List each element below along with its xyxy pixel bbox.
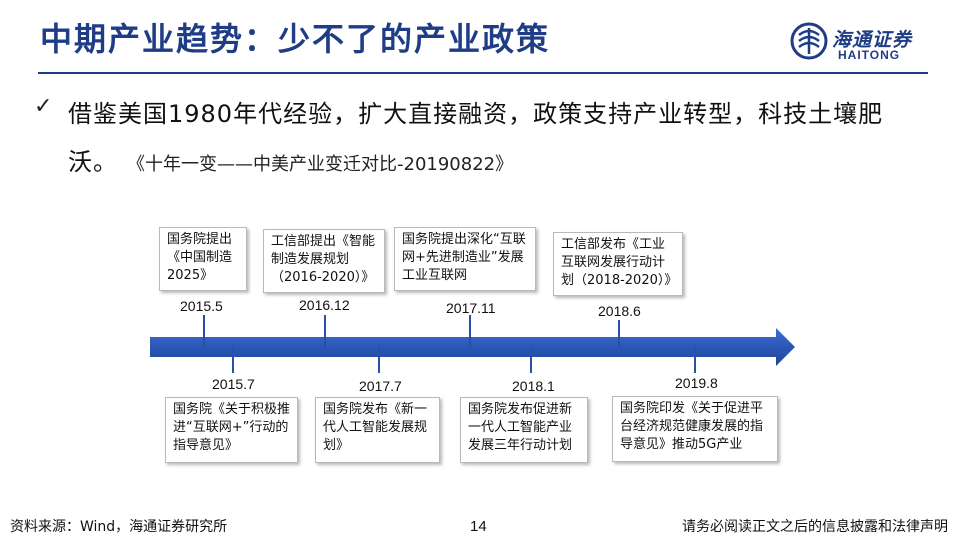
logo-english-name: HAITONG (838, 48, 901, 62)
connector-line (378, 347, 380, 373)
bullet-point: 借鉴美国1980年代经验，扩大直接融资，政策支持产业转型，科技土壤肥沃。《十年一… (68, 90, 928, 189)
connector-line (324, 315, 326, 347)
event-box-2018-1: 国务院发布促进新一代人工智能产业发展三年行动计划 (460, 397, 588, 463)
event-box-2017-7: 国务院发布《新一代人工智能发展规划》 (315, 397, 440, 463)
event-box-2018-6: 工信部发布《工业互联网发展行动计划（2018-2020）》 (553, 232, 683, 296)
event-date: 2019.8 (675, 375, 718, 391)
footer-source: 资料来源：Wind，海通证券研究所 (10, 519, 228, 535)
connector-line (203, 315, 205, 347)
connector-line (232, 347, 234, 373)
bullet-source: 《十年一变——中美产业变迁对比-20190822》 (136, 154, 514, 175)
connector-line (469, 315, 471, 347)
connector-line (530, 347, 532, 373)
page-number: 14 (470, 518, 487, 535)
company-logo: 海通证券 HAITONG (790, 22, 940, 66)
timeline-arrow (150, 328, 795, 366)
event-date: 2015.7 (212, 376, 255, 392)
event-box-2015-7: 国务院《关于积极推进“互联网+”行动的指导意见》 (165, 397, 298, 463)
event-date: 2018.6 (598, 303, 641, 319)
event-box-2019-8: 国务院印发《关于促进平台经济规范健康发展的指导意见》推动5G产业 (612, 396, 778, 462)
event-box-2016-12: 工信部提出《智能制造发展规划（2016-2020）》 (263, 229, 385, 293)
page-title: 中期产业趋势：少不了的产业政策 (40, 20, 551, 58)
logo-chinese-name: 海通证券 (832, 29, 913, 51)
checkmark-icon: ✓ (34, 94, 53, 119)
event-box-2015-5: 国务院提出《中国制造2025》 (159, 227, 247, 291)
event-date: 2017.11 (446, 300, 496, 316)
event-date: 2018.1 (512, 378, 555, 394)
connector-line (694, 347, 696, 373)
event-date: 2016.12 (299, 297, 350, 313)
footer-disclaimer: 请务必阅读正文之后的信息披露和法律声明 (682, 519, 948, 535)
connector-line (618, 320, 620, 347)
title-divider (38, 72, 928, 74)
event-box-2017-11: 国务院提出深化“互联网+先进制造业”发展工业互联网 (394, 227, 536, 291)
event-date: 2015.5 (180, 298, 223, 314)
bullet-text: 借鉴美国1980年代经验，扩大直接融资，政策支持产业转型，科技土壤肥沃。 (68, 100, 884, 176)
event-date: 2017.7 (359, 378, 402, 394)
haitong-logo-icon (790, 22, 828, 60)
policy-timeline: 国务院提出《中国制造2025》 工信部提出《智能制造发展规划（2016-2020… (150, 212, 800, 470)
